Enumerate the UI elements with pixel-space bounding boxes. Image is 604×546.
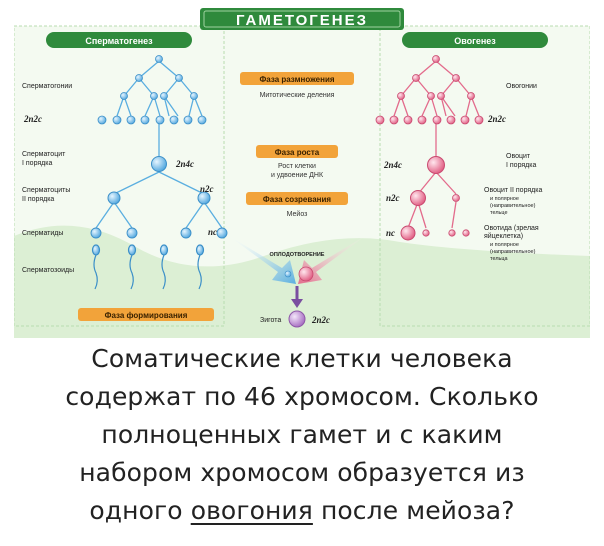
right-ploidy-2n2c: 2n2c [487,114,506,124]
oogenesis-heading-badge [402,32,548,48]
oocyte-1-cell [427,156,445,174]
question-underlined-term: овогония [190,496,313,525]
spermatozoa [91,244,205,290]
gametogenesis-poster: ГАМЕТОГЕНЕЗ Сперматогенез Овогенез Сперм… [13,6,591,338]
phase-growth: Фаза роста [275,148,320,157]
spermatogenesis-heading-badge [46,32,192,48]
question-line-4: набором хромосом образуется из [79,458,525,487]
left-ploidy-2n2c: 2n2c [23,114,42,124]
question-line-5-start: одного [89,496,183,525]
right-ploidy-n2c: n2c [386,193,400,203]
left-ploidy-nc: nc [208,227,217,237]
spermatids-label: Сперматиды [22,230,63,237]
fertilization-arrow-left [226,234,296,284]
ootid-cell [400,225,416,241]
oocyte-2-polar-note-3: тельце [490,210,508,216]
spermatogonia-cells [97,55,207,125]
fertilization-arrow-right [298,234,368,284]
spermatocyte-2-label: Сперматоциты [22,187,70,194]
spermatid-cells [90,227,228,239]
spermatocyte-1-label: Сперматоцит [22,151,66,158]
polar-body-4 [462,229,470,237]
polar-body-1 [452,194,460,202]
phase-maturation-sub: Мейоз [287,210,308,218]
phase-reproduction-sub: Митотические деления [260,92,335,99]
left-panel-border [13,25,225,327]
ootid-label: Овотида (зрелая [484,225,539,232]
phase-formation-badge [78,308,214,321]
oocyte-2-label: Овоцит II порядка [484,187,542,194]
sperm-head [284,270,292,278]
right-ploidy-nc: nc [386,228,395,238]
polar-body-2 [422,229,430,237]
polar-body-3 [448,229,456,237]
question-text: Соматические клетки человека содержат по… [0,340,604,530]
poster-title: ГАМЕТОГЕНЕЗ [236,12,368,29]
phase-growth-sub1: Рост клетки [278,163,316,170]
question-line-3: полноценных гамет и с каким [101,420,503,449]
phase-growth-badge [256,145,338,158]
question-line-5-end: после мейоза? [320,496,515,525]
oogonia-label: Овогонии [506,83,537,90]
phase-maturation-badge [246,192,348,205]
zygote-label: Зигота [260,317,281,324]
phase-formation: Фаза формирования [105,311,188,320]
spermatogenesis-tree [95,60,223,229]
spermatocyte-2-cell [197,191,211,205]
phase-growth-sub2: и удвоение ДНК [271,172,324,179]
phase-reproduction: Фаза размножения [259,75,334,84]
gametogenesis-diagram: ГАМЕТОГЕНЕЗ Сперматогенез Овогенез Сперм… [13,8,591,338]
zygote-ploidy: 2n2c [311,315,330,325]
question-line-5: одного овогония после мейоза? [0,492,604,530]
oogenesis-tree [393,60,480,229]
question-line-1: Соматические клетки человека [91,344,513,373]
fertilization-label: ОПЛОДОТВОРЕНИЕ [270,252,325,258]
egg-cell [298,266,314,282]
oocyte-2-cell [410,190,426,206]
zygote-cell [288,310,306,328]
oocyte-1-label-order: I порядка [506,162,536,169]
spermatocyte-1-label-order: I порядка [22,160,52,167]
title-banner [200,8,404,30]
question-line-2: содержат по 46 хромосом. Сколько [65,382,539,411]
oogenesis-heading: Овогенез [454,36,496,46]
oocyte-2-polar-note-1: и полярное [490,196,519,202]
spermatogonia-label: Сперматогонии [22,83,72,90]
ootid-label-2: яйцеклетка) [484,232,523,240]
ootid-polar-note-1: и полярное [490,242,519,248]
ootid-polar-note-2: (направительное) [490,249,536,255]
spermatocyte-2-label-order: II порядка [22,196,54,203]
right-ploidy-2n4c: 2n4c [383,160,402,170]
phase-reproduction-badge [240,72,354,85]
spermatocyte-2-cell [107,191,121,205]
left-ploidy-2n4c: 2n4c [175,159,194,169]
oogonia-cells [375,55,484,125]
spermatozoa-label: Сперматозоиды [22,267,74,274]
oocyte-2-polar-note-2: (направительное) [490,203,536,209]
phase-maturation: Фаза созревания [263,195,331,204]
oocyte-1-label: Овоцит [506,153,531,160]
spermatogenesis-heading: Сперматогенез [85,36,153,46]
spermatocyte-1-cell [151,156,167,172]
left-ploidy-n2c: n2c [200,184,214,194]
ootid-polar-note-3: тельца [490,256,509,262]
